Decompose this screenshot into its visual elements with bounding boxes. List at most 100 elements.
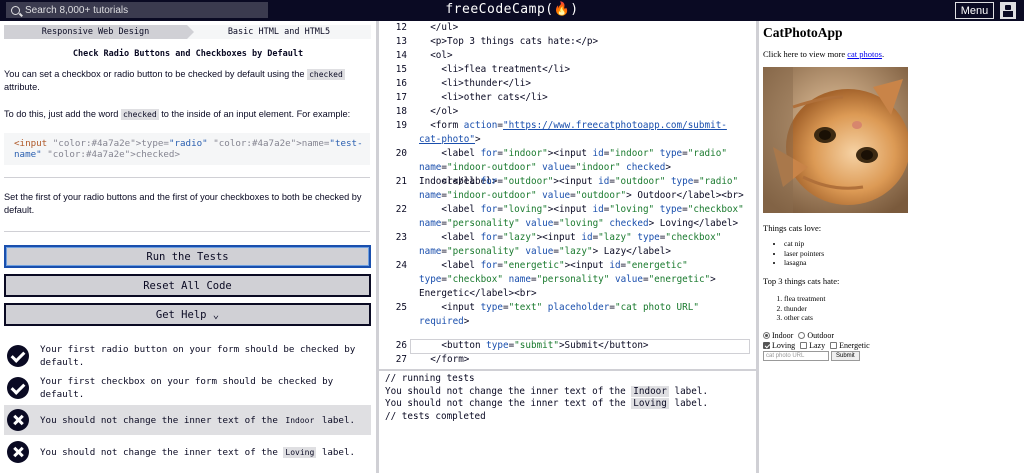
test-text: You should not change the inner text of … bbox=[40, 446, 356, 458]
line-content: <p>Top 3 things cats hate:</p> bbox=[419, 36, 599, 47]
desc-text: To do this, just add the word bbox=[4, 109, 121, 119]
example-code: <input "color:#4a7a2e">type="radio" "col… bbox=[14, 138, 363, 160]
instructions-text: Set the first of your radio buttons and … bbox=[4, 192, 362, 215]
test-text: Your first radio button on your form sho… bbox=[40, 344, 356, 368]
divider bbox=[4, 177, 370, 178]
cat-photos-link[interactable]: cat photos bbox=[847, 49, 882, 59]
cat-url-input[interactable]: cat photo URL bbox=[763, 351, 829, 361]
hate-heading: Top 3 things cats hate: bbox=[763, 276, 840, 286]
submit-button[interactable]: Submit bbox=[831, 351, 860, 361]
test-text: You should not change the inner text of … bbox=[40, 414, 356, 426]
list-item: lasagna bbox=[784, 258, 824, 268]
example-code-block: <input "color:#4a7a2e">type="radio" "col… bbox=[4, 133, 370, 165]
test-item: Your first checkbox on your form should … bbox=[4, 373, 371, 403]
radio-label: Outdoor bbox=[807, 331, 834, 340]
radio-indoor[interactable] bbox=[763, 332, 770, 339]
cat-photo[interactable] bbox=[763, 67, 908, 213]
inline-code: checked bbox=[307, 69, 345, 80]
breadcrumb-superblock[interactable]: Responsive Web Design bbox=[4, 25, 194, 39]
line-number: 14 bbox=[395, 50, 407, 61]
line-number: 19 bbox=[395, 120, 407, 131]
line-number: 24 bbox=[395, 260, 407, 271]
pane-splitter-right[interactable] bbox=[756, 21, 759, 473]
list-item: flea treatment bbox=[784, 294, 825, 304]
line-content: </ul> bbox=[419, 22, 459, 33]
divider bbox=[4, 231, 370, 232]
checkbox-lazy[interactable] bbox=[800, 342, 808, 349]
line-content: <ol> bbox=[419, 50, 453, 61]
desc-text: to the inside of an input element. For e… bbox=[158, 109, 351, 119]
radio-row: Indoor Outdoor bbox=[763, 331, 834, 340]
checkbox-loving[interactable] bbox=[763, 342, 770, 349]
console-line: // tests completed bbox=[385, 410, 486, 422]
test-console: // running tests You should not change t… bbox=[379, 371, 756, 473]
active-line-highlight bbox=[410, 339, 750, 354]
hate-list: flea treatment thunder other cats bbox=[784, 294, 825, 323]
checkbox-energetic[interactable] bbox=[830, 342, 838, 349]
url-row: cat photo URL Submit bbox=[763, 351, 860, 361]
search-bar[interactable]: Search 8,000+ tutorials bbox=[6, 2, 268, 18]
search-placeholder: Search 8,000+ tutorials bbox=[25, 4, 129, 16]
checkbox-label: Lazy bbox=[809, 341, 826, 350]
love-list: cat nip laser pointers lasagna bbox=[784, 239, 824, 268]
list-item: laser pointers bbox=[784, 249, 824, 259]
checkbox-label: Energetic bbox=[839, 341, 870, 350]
breadcrumb-block[interactable]: Basic HTML and HTML5 bbox=[187, 25, 371, 39]
console-line: You should not change the inner text of … bbox=[385, 385, 709, 397]
line-number: 15 bbox=[395, 64, 407, 75]
line-number: 13 bbox=[395, 36, 407, 47]
code-editor[interactable]: 12 </ul> 13 <p>Top 3 things cats hate:</p… bbox=[379, 21, 756, 369]
line-number: 26 bbox=[395, 340, 407, 351]
menu-button[interactable]: Menu bbox=[955, 2, 994, 19]
line-number: 17 bbox=[395, 92, 407, 103]
list-item: thunder bbox=[784, 304, 825, 314]
description-paragraph-2: To do this, just add the word checked to… bbox=[4, 108, 370, 121]
inline-code: checked bbox=[120, 109, 159, 120]
get-help-button[interactable]: Get Help ⌄ bbox=[4, 303, 371, 326]
pane-splitter-left[interactable] bbox=[376, 21, 379, 473]
preview-title: CatPhotoApp bbox=[763, 25, 843, 40]
line-number: 27 bbox=[395, 354, 407, 365]
breadcrumb: Responsive Web Design Basic HTML and HTM… bbox=[4, 25, 371, 39]
line-content: <li>flea treatment</li> bbox=[419, 64, 571, 75]
line-number: 12 bbox=[395, 22, 407, 33]
line-content: <label for="lazy"><input id="lazy" type=… bbox=[419, 232, 722, 257]
line-content: <form action="https://www.freecatphotoap… bbox=[419, 120, 727, 145]
line-number: 20 bbox=[395, 148, 407, 159]
line-content: <label for="energetic"><input id="energe… bbox=[419, 260, 722, 299]
line-content: <input type="text" placeholder="cat phot… bbox=[419, 302, 699, 327]
line-content: <label for="indoor"><input id="indoor" t… bbox=[419, 148, 727, 187]
line-content: </form> bbox=[419, 354, 470, 365]
run-tests-button[interactable]: Run the Tests bbox=[4, 245, 371, 268]
search-icon bbox=[11, 5, 20, 15]
preview-click-text: Click here to view more cat photos. bbox=[763, 49, 885, 59]
line-number: 23 bbox=[395, 232, 407, 243]
avatar[interactable] bbox=[1000, 2, 1016, 19]
challenge-title: Check Radio Buttons and Checkboxes by De… bbox=[72, 49, 304, 59]
desc-text: attribute. bbox=[4, 82, 40, 92]
line-number: 18 bbox=[395, 106, 407, 117]
editor-console-splitter[interactable] bbox=[379, 369, 756, 371]
line-content: <li>other cats</li> bbox=[419, 92, 548, 103]
checkbox-label: Loving bbox=[772, 341, 796, 350]
console-line: You should not change the inner text of … bbox=[385, 398, 709, 409]
line-number: 22 bbox=[395, 204, 407, 215]
test-item: You should not change the inner text of … bbox=[4, 437, 371, 467]
reset-code-button[interactable]: Reset All Code bbox=[4, 274, 371, 297]
x-circle-icon bbox=[7, 441, 29, 463]
radio-label: Indoor bbox=[772, 331, 794, 340]
description-paragraph-1: You can set a checkbox or radio button t… bbox=[4, 68, 370, 94]
line-content: <li>thunder</li> bbox=[419, 78, 531, 89]
list-item: cat nip bbox=[784, 239, 824, 249]
console-line: // running tests bbox=[385, 373, 475, 384]
test-text: Your first checkbox on your form should … bbox=[40, 376, 334, 400]
instructions-pane: Responsive Web Design Basic HTML and HTM… bbox=[0, 21, 376, 473]
line-content: <label for="outdoor"><input id="outdoor"… bbox=[419, 176, 744, 201]
check-circle-icon bbox=[7, 345, 29, 367]
radio-outdoor[interactable] bbox=[798, 332, 806, 339]
line-number: 25 bbox=[395, 302, 407, 313]
line-content: <button type="submit">Submit</button> bbox=[419, 340, 649, 351]
love-heading: Things cats love: bbox=[763, 223, 822, 233]
x-circle-icon bbox=[7, 409, 29, 431]
line-content: </ol> bbox=[419, 106, 459, 117]
